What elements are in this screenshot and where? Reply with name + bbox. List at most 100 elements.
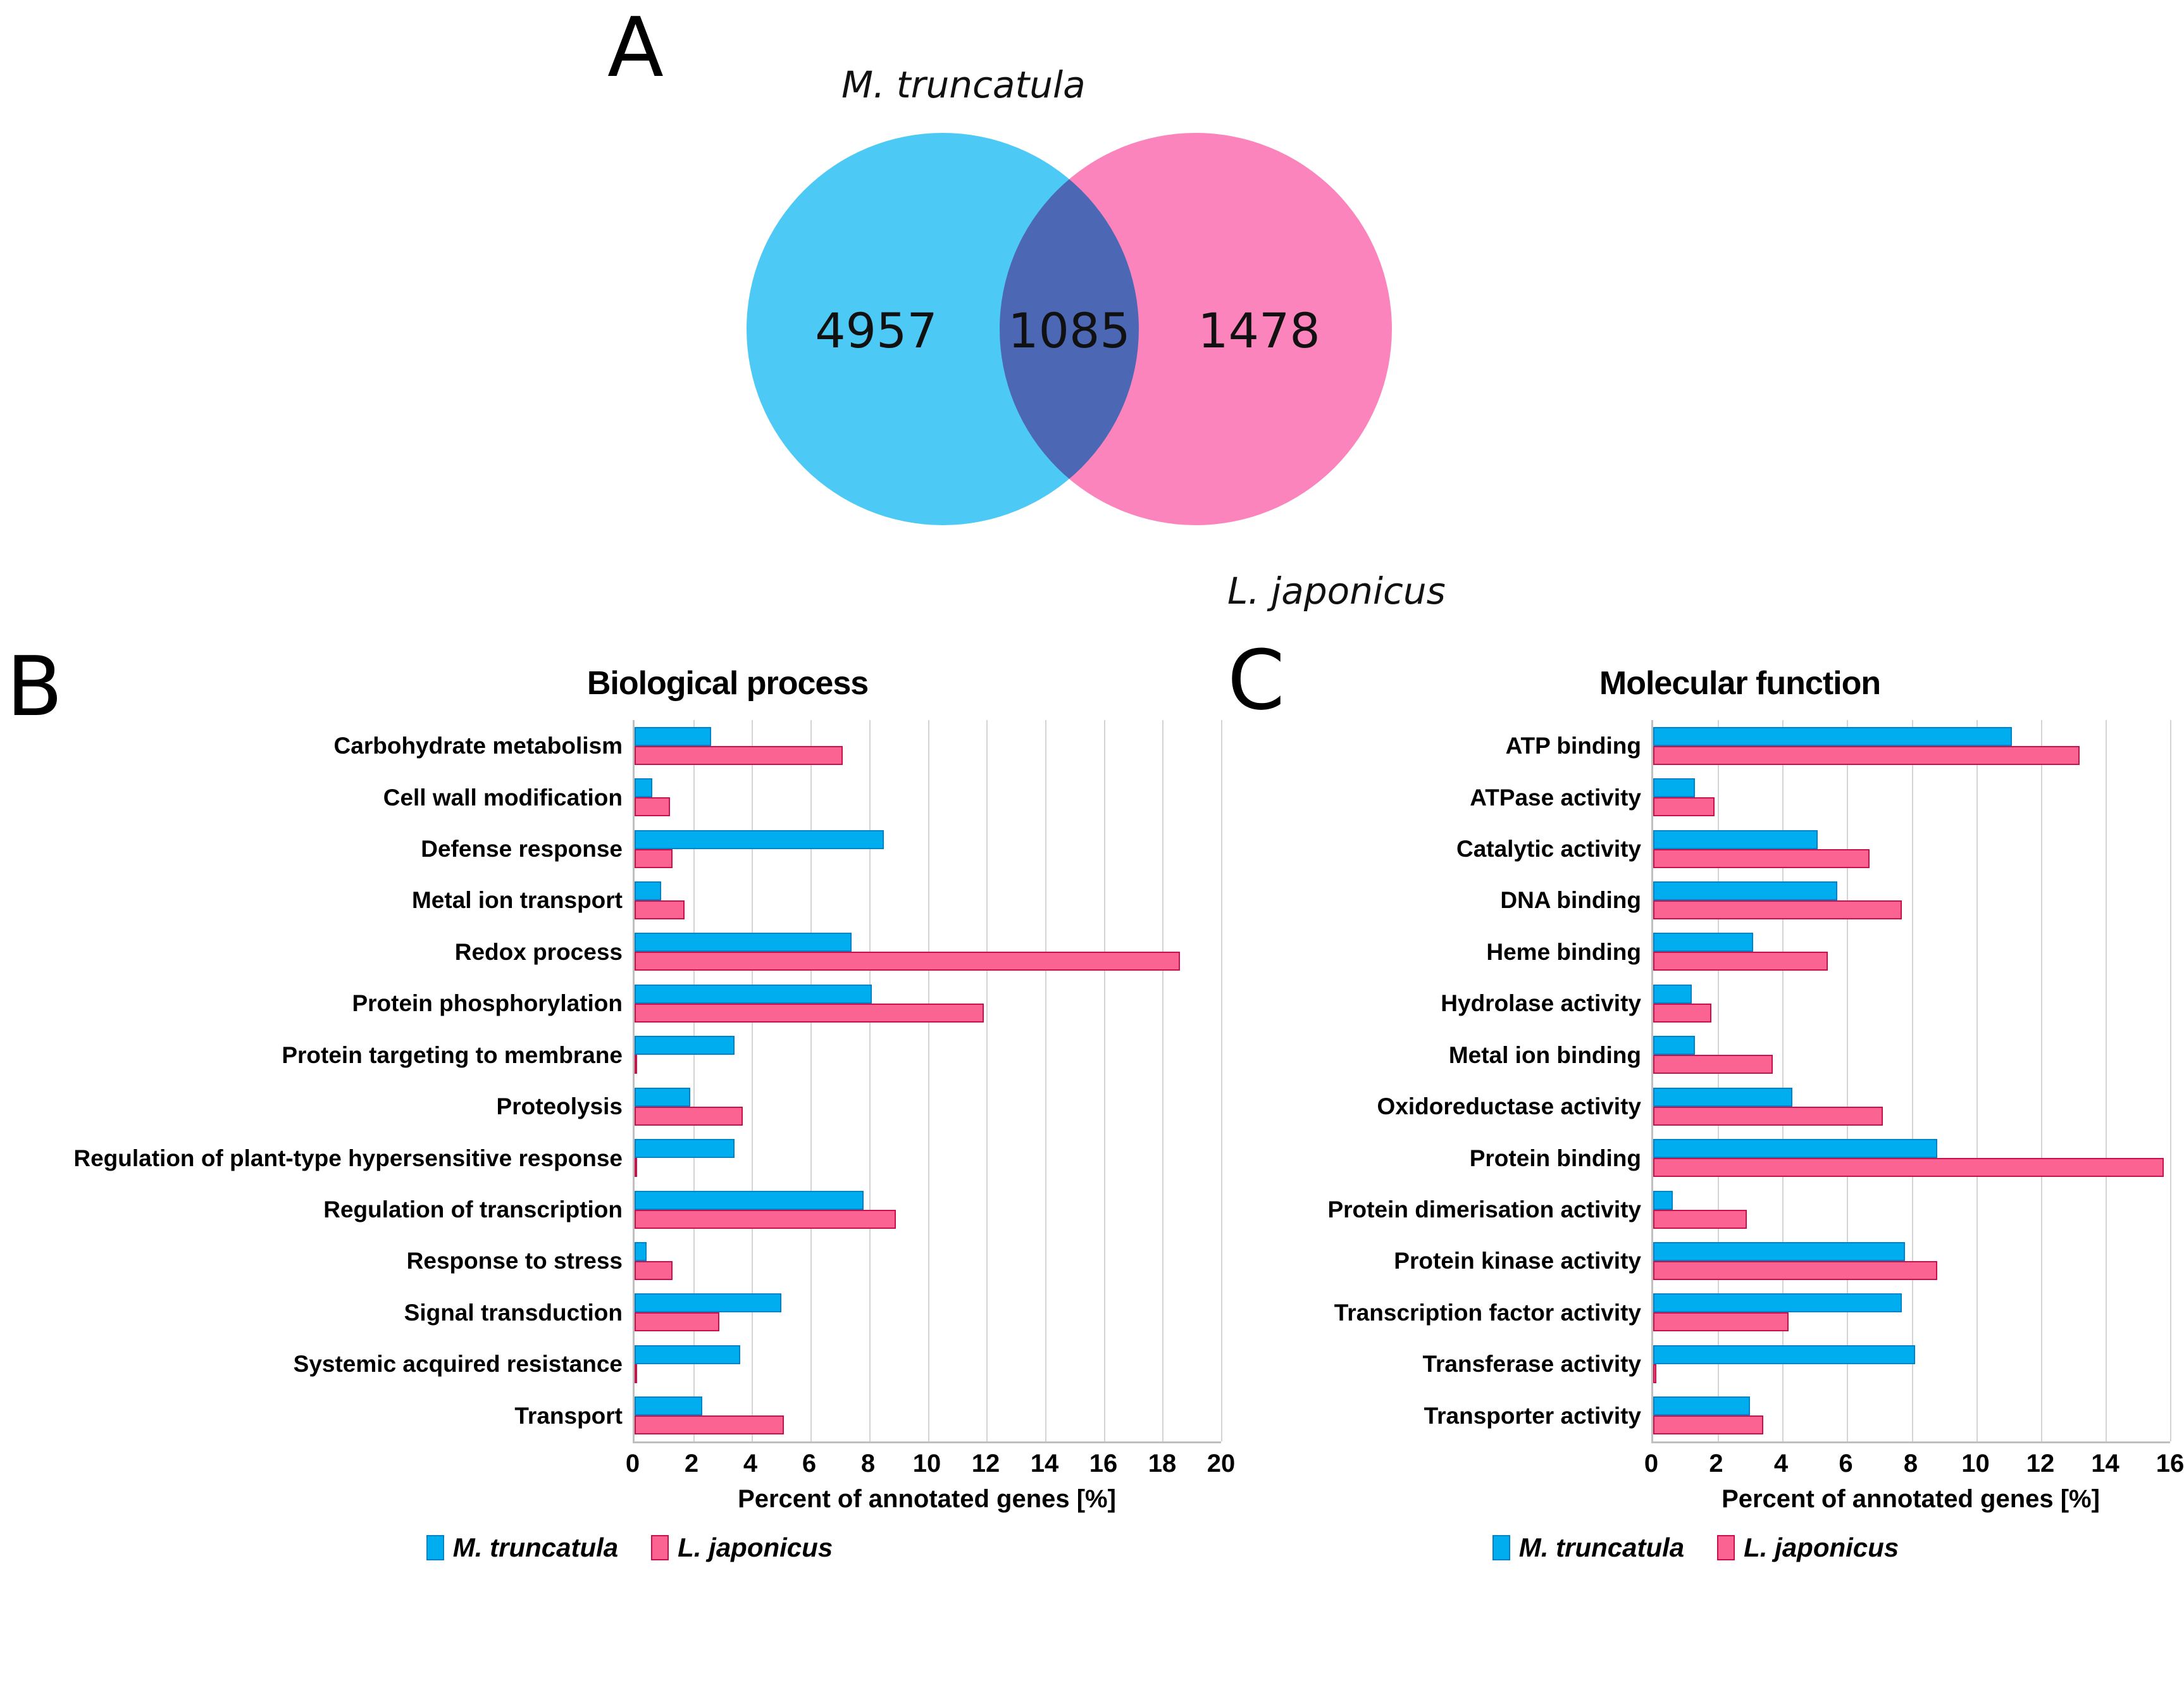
category-label: Metal ion transport: [411, 887, 623, 914]
bar-l-japonicus: [635, 1415, 785, 1435]
category-label: Catalytic activity: [1456, 836, 1641, 862]
category-label: Protein phosphorylation: [352, 990, 623, 1017]
legend-item-l-japonicus: L. japonicus: [1717, 1533, 1899, 1563]
x-axis-tick-label: 2: [684, 1450, 699, 1477]
bar-m-truncatula: [635, 1293, 781, 1313]
bar-m-truncatula: [1653, 1293, 1902, 1313]
bar-row: [635, 1235, 1221, 1286]
bar-m-truncatula: [635, 881, 661, 900]
x-axis-tick-label: 0: [1644, 1450, 1659, 1477]
x-axis-tick-label: 18: [1148, 1450, 1177, 1477]
bar-m-truncatula: [635, 1241, 647, 1261]
bar-m-truncatula: [1653, 1345, 1915, 1364]
category-label: Systemic acquired resistance: [293, 1351, 623, 1378]
bar-l-japonicus: [1653, 900, 1902, 919]
category-label: Protein targeting to membrane: [282, 1042, 623, 1068]
panel-a-venn: A M. truncatula L. japonicus 4957 1085 1…: [0, 0, 2184, 633]
bar-l-japonicus: [1653, 1312, 1789, 1332]
x-axis-tick-label: 16: [1089, 1450, 1118, 1477]
bar-m-truncatula: [1653, 1087, 1792, 1107]
bar-m-truncatula: [1653, 1139, 1938, 1159]
gridline: [869, 720, 871, 1441]
gridline: [752, 720, 754, 1441]
bar-row: [635, 1338, 1221, 1390]
category-label: ATPase activity: [1470, 784, 1641, 811]
category-label: Transcription factor activity: [1334, 1299, 1641, 1326]
category-label: Redox process: [454, 938, 623, 965]
x-axis-tick-label: 12: [2026, 1450, 2055, 1477]
bar-row: [635, 1184, 1221, 1235]
bar-m-truncatula: [635, 933, 852, 952]
category-label: Response to stress: [406, 1248, 623, 1274]
category-label: Regulation of transcription: [323, 1197, 623, 1222]
legend-label-m-truncatula: M. truncatula: [452, 1533, 619, 1562]
chart-title-molecular-function: Molecular function: [1599, 665, 1881, 702]
bar-row: [1653, 823, 2170, 874]
gridline: [693, 720, 695, 1441]
panel-b-letter: B: [6, 638, 63, 735]
bar-m-truncatula: [635, 1396, 702, 1416]
panel-c-letter: C: [1227, 632, 1285, 728]
bar-l-japonicus: [635, 1260, 673, 1280]
bar-m-truncatula: [635, 1087, 691, 1107]
panel-a-letter: A: [607, 0, 664, 96]
bar-m-truncatula: [635, 778, 652, 798]
legend-label-l-japonicus: L. japonicus: [678, 1533, 833, 1562]
category-label: Hydrolase activity: [1441, 990, 1641, 1017]
bar-l-japonicus: [1653, 1055, 1773, 1074]
category-label: Defense response: [421, 836, 623, 862]
bar-l-japonicus: [1653, 745, 2080, 765]
legend-item-m-truncatula: M. truncatula: [1492, 1533, 1684, 1563]
bar-row: [635, 1029, 1221, 1081]
x-axis-tick-label: 14: [1030, 1450, 1059, 1477]
bar-l-japonicus: [635, 1003, 984, 1023]
gridline: [1221, 720, 1222, 1441]
legend-item-l-japonicus: L. japonicus: [651, 1533, 833, 1563]
category-label: Transporter activity: [1424, 1402, 1641, 1429]
bar-row: [635, 1390, 1221, 1441]
bar-row: [1653, 1184, 2170, 1235]
bar-l-japonicus: [1653, 1106, 1883, 1126]
venn-diagram: 4957 1085 1478: [747, 133, 1474, 563]
gridline: [810, 720, 812, 1441]
category-label: Protein binding: [1469, 1145, 1641, 1171]
legend-item-m-truncatula: M. truncatula: [426, 1533, 618, 1563]
bar-m-truncatula: [635, 830, 884, 849]
category-label: Heme binding: [1486, 938, 1641, 965]
bars-region-molecular-function: [1651, 720, 2171, 1441]
category-label: ATP binding: [1505, 733, 1641, 759]
bar-row: [1653, 1235, 2170, 1286]
venn-count-right-only: 1478: [1198, 302, 1320, 359]
x-axis-tick-label: 8: [1903, 1450, 1918, 1477]
bar-l-japonicus: [1653, 849, 1870, 868]
bar-m-truncatula: [1653, 984, 1692, 1004]
legend-swatch-blue-icon: [1492, 1535, 1510, 1560]
panel-b-biological-process-chart: Biological process Carbohydrate metaboli…: [38, 664, 1235, 1689]
legend-biological-process: M. truncatula L. japonicus: [38, 1533, 1221, 1563]
x-axis-tick-label: 2: [1709, 1450, 1723, 1477]
bar-l-japonicus: [635, 849, 673, 868]
bar-row: [1653, 926, 2170, 978]
gridline: [928, 720, 929, 1441]
gridline: [1782, 720, 1784, 1441]
bar-row: [1653, 874, 2170, 926]
legend-label-m-truncatula: M. truncatula: [1518, 1533, 1685, 1562]
bar-m-truncatula: [635, 984, 872, 1004]
bar-m-truncatula: [1653, 1036, 1696, 1055]
bar-row: [1653, 771, 2170, 823]
chart-title-biological-process: Biological process: [586, 665, 869, 702]
category-label: Signal transduction: [404, 1299, 623, 1326]
bar-row: [635, 720, 1221, 771]
bar-l-japonicus: [1653, 1415, 1763, 1435]
bar-l-japonicus: [1653, 952, 1828, 971]
legend-swatch-pink-icon: [651, 1535, 669, 1560]
bar-m-truncatula: [1653, 726, 2012, 746]
venn-count-left-only: 4957: [815, 302, 938, 359]
gridline: [1103, 720, 1105, 1441]
bar-row: [635, 1287, 1221, 1338]
gridline: [1911, 720, 1913, 1441]
x-axis-tick-label: 6: [1839, 1450, 1853, 1477]
bar-m-truncatula: [1653, 1396, 1751, 1416]
